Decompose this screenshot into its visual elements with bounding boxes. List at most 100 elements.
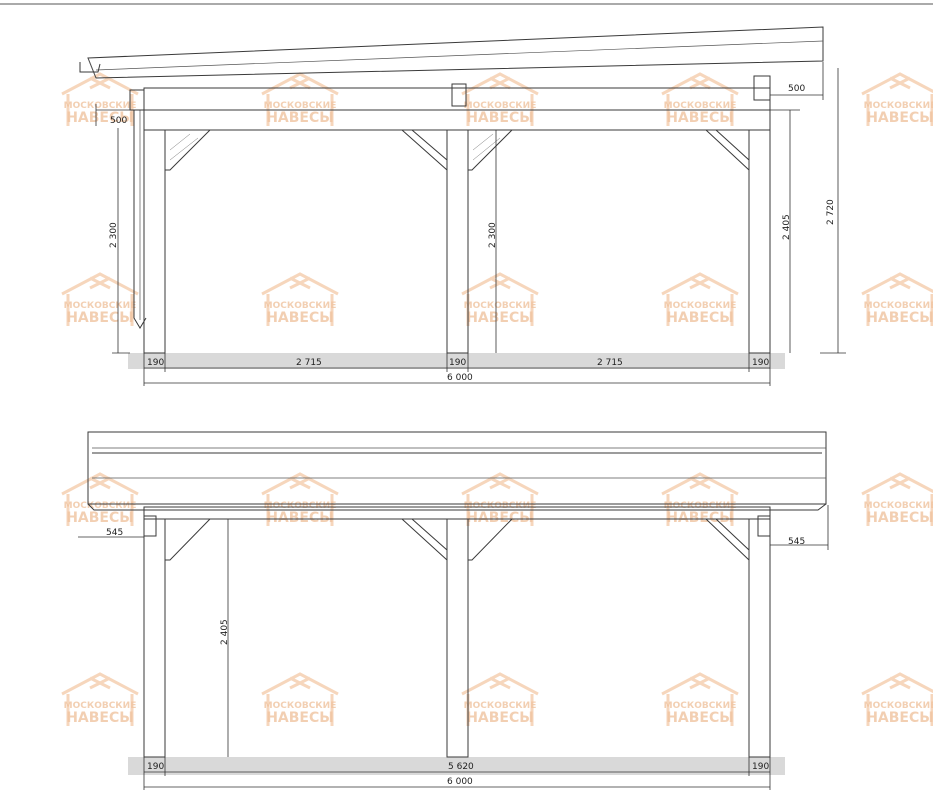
watermark-line-1: МОСКОВСКИЕ [64, 701, 137, 711]
dim-total-length: 6 000 [447, 373, 473, 383]
dim-front-post-right: 190 [752, 762, 769, 772]
side-brace-4 [704, 129, 750, 172]
dim-height-left: 2 300 [109, 222, 119, 248]
dim-front-overhang-left: 545 [106, 528, 123, 538]
dim-front-height: 2 405 [220, 619, 230, 645]
front-post-right [748, 518, 771, 758]
dim-overhang-right: 500 [788, 84, 805, 94]
watermark-line-2: НАВЕСЫ [666, 710, 734, 726]
side-roof-end [87, 57, 97, 79]
watermark-line-2: НАВЕСЫ [466, 310, 534, 326]
dim-post-3: 190 [752, 358, 769, 368]
watermark-line-2: НАВЕСЫ [66, 510, 134, 526]
watermark-line-1: МОСКОВСКИЕ [664, 101, 737, 111]
watermark-line-1: МОСКОВСКИЕ [464, 501, 537, 511]
dim-front-span: 5 620 [448, 762, 474, 772]
side-brace-3 [467, 129, 514, 171]
side-post-middle [446, 129, 469, 354]
side-roof-sheet [87, 26, 824, 79]
side-brace-1 [164, 129, 212, 171]
watermark-line-2: НАВЕСЫ [66, 110, 134, 126]
watermark-line-1: МОСКОВСКИЕ [864, 501, 933, 511]
dim-post-2: 190 [449, 358, 466, 368]
side-view [79, 26, 824, 369]
front-brace-2 [400, 518, 448, 562]
side-roof-edge [95, 40, 824, 71]
front-post-middle [446, 518, 469, 758]
side-post-right [748, 129, 771, 354]
watermark-line-2: НАВЕСЫ [466, 110, 534, 126]
watermark-line-1: МОСКОВСКИЕ [464, 301, 537, 311]
watermark-line-2: НАВЕСЫ [266, 310, 334, 326]
watermark-line-1: МОСКОВСКИЕ [864, 701, 933, 711]
watermark-line-1: МОСКОВСКИЕ [464, 701, 537, 711]
watermark-line-1: МОСКОВСКИЕ [664, 301, 737, 311]
side-post-left [143, 129, 166, 354]
watermark-line-1: МОСКОВСКИЕ [464, 101, 537, 111]
watermark-line-1: МОСКОВСКИЕ [64, 501, 137, 511]
watermark-line-2: НАВЕСЫ [866, 710, 933, 726]
side-beam-end-mid [451, 83, 467, 107]
dim-front-post-left: 190 [147, 762, 164, 772]
watermark-line-1: МОСКОВСКИЕ [64, 301, 137, 311]
front-brace-4 [704, 518, 750, 562]
watermark-line-2: НАВЕСЫ [866, 510, 933, 526]
watermark-line-2: НАВЕСЫ [466, 710, 534, 726]
watermark-line-1: МОСКОВСКИЕ [664, 701, 737, 711]
watermark-line-2: НАВЕСЫ [866, 310, 933, 326]
front-view-dimensions: 545 545 2 405 190 5 620 190 6 000 [78, 505, 829, 790]
dim-span-1: 2 715 [296, 358, 322, 368]
watermark-line-1: МОСКОВСКИЕ [664, 501, 737, 511]
front-view [87, 431, 827, 775]
front-post-left [143, 518, 166, 758]
dim-height-right: 2 405 [782, 214, 792, 240]
side-gutter [79, 62, 101, 73]
dim-post-1: 190 [147, 358, 164, 368]
watermark-line-1: МОСКОВСКИЕ [264, 501, 337, 511]
front-brace-3 [467, 518, 514, 561]
front-roof-box [87, 431, 827, 505]
dim-front-total-width: 6 000 [447, 777, 473, 787]
watermark-line-2: НАВЕСЫ [66, 310, 134, 326]
dim-overhang-left: 500 [110, 116, 127, 126]
side-beam-end-right [753, 75, 771, 101]
watermark-line-1: МОСКОВСКИЕ [264, 101, 337, 111]
watermark-line-2: НАВЕСЫ [666, 510, 734, 526]
dim-span-2: 2 715 [597, 358, 623, 368]
watermark-line-1: МОСКОВСКИЕ [864, 301, 933, 311]
side-brace-hatching [169, 133, 501, 161]
side-brace-2 [400, 129, 448, 172]
side-view-dimensions: 500 500 2 300 2 300 2 405 2 720 190 2 71… [95, 62, 846, 386]
dim-height-mid: 2 300 [488, 222, 498, 248]
front-brace-1 [164, 518, 212, 561]
side-ground-strip [128, 353, 785, 369]
watermark-line-1: МОСКОВСКИЕ [864, 101, 933, 111]
watermark-line-2: НАВЕСЫ [666, 310, 734, 326]
watermark-line-2: НАВЕСЫ [266, 110, 334, 126]
dim-height-total: 2 720 [826, 199, 836, 225]
watermark-line-1: МОСКОВСКИЕ [264, 701, 337, 711]
watermark-line-2: НАВЕСЫ [266, 510, 334, 526]
watermark-line-2: НАВЕСЫ [266, 710, 334, 726]
side-downpipe [133, 110, 147, 329]
